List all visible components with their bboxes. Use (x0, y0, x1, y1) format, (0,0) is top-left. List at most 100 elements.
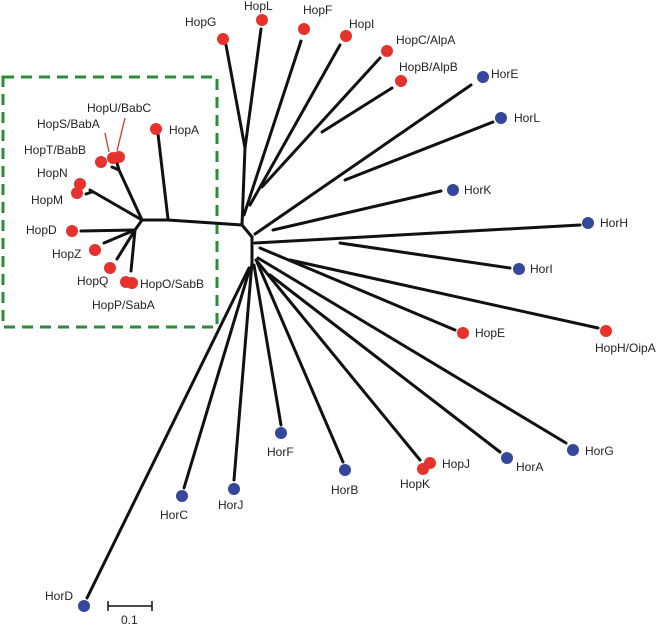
leaf-label: HopA (169, 123, 199, 137)
leaf-label: HorF (267, 445, 294, 459)
leaf-label: HopH/OipA (595, 341, 656, 355)
branch (288, 258, 600, 330)
leaf-dot (95, 156, 107, 168)
leaf-label: HopU/BabC (87, 101, 151, 115)
leaf-labels: HopA HopU/BabC HopS/BabA HopT/BabB HopN … (24, 0, 656, 603)
branch (253, 223, 582, 245)
leaf-dot (447, 184, 459, 196)
branch (182, 266, 252, 490)
leaf-dot (78, 600, 90, 612)
leaf-label: HorE (491, 67, 518, 81)
leaf-label: HorI (530, 262, 553, 276)
branch (343, 120, 495, 182)
hor-leaf-dots (78, 71, 594, 612)
leaf-label: HorA (516, 460, 543, 474)
branch (84, 190, 94, 196)
leaf-dot (113, 151, 125, 163)
leaf-label: HorJ (218, 498, 243, 512)
leaf-label: HopL (244, 0, 273, 13)
leaf-dot (228, 483, 240, 495)
scale-bar-label: 0.1 (121, 613, 138, 627)
branch (268, 273, 502, 454)
leaf-label: HopF (303, 3, 332, 17)
branches (79, 27, 600, 600)
branch (243, 27, 263, 150)
leaf-label: HopE (475, 326, 505, 340)
leaf-dot (298, 23, 310, 35)
leaf-dot (89, 244, 101, 256)
branch (232, 260, 254, 482)
leaf-label: HopI (349, 17, 374, 31)
leaf-label: HopZ (52, 247, 81, 261)
leaf-label: HopO/SabB (140, 277, 204, 291)
leaf-dot (126, 277, 138, 289)
leaf-dot (256, 14, 268, 26)
branch (79, 228, 137, 233)
branch (102, 228, 137, 245)
leaf-label: HopT/BabB (24, 143, 86, 157)
scale-bar: 0.1 (107, 601, 153, 627)
leaf-label: HorK (464, 183, 491, 197)
leaf-dot (513, 263, 525, 275)
leaf-dot (457, 327, 469, 339)
leaf-label: HopS/BabA (37, 117, 100, 131)
leaf-dot (339, 464, 351, 476)
leaf-label: HopN (37, 166, 68, 180)
branch (255, 260, 345, 464)
branch (338, 241, 512, 270)
leaf-label: HopM (31, 193, 63, 207)
branch (254, 258, 422, 462)
branch (252, 263, 283, 427)
leaf-label: HopQ (77, 274, 108, 288)
branch (260, 56, 382, 189)
leaf-dot (582, 217, 594, 229)
leaf-dot (395, 75, 407, 87)
leaf-label: HopG (185, 15, 216, 29)
branch (85, 266, 251, 600)
branch (242, 39, 303, 217)
label-leader (104, 132, 110, 153)
leaf-label: HopK (400, 477, 430, 491)
leaf-label: HopD (26, 223, 57, 237)
leaf-dot (275, 427, 287, 439)
leaf-dot (567, 444, 579, 456)
leaf-label: HorD (45, 589, 73, 603)
leaf-dot (501, 452, 513, 464)
leaf-dot (381, 45, 393, 57)
leaf-label: HorH (600, 216, 628, 230)
leaf-label: HorL (514, 111, 540, 125)
leaf-dot (150, 123, 162, 135)
branch (140, 218, 254, 239)
leaf-dot (417, 463, 429, 475)
leaf-dot (600, 325, 612, 337)
branch (271, 189, 443, 232)
branch (133, 218, 144, 232)
leaf-dot (66, 225, 78, 237)
leaf-dot (340, 30, 352, 42)
branch (248, 43, 342, 207)
branch (253, 83, 473, 236)
leaf-label: HopP/SabA (92, 298, 155, 312)
leaf-label: HopJ (442, 457, 470, 471)
branch (256, 256, 568, 445)
leaf-dot (176, 490, 188, 502)
leaf-label: HopB/AlpB (399, 60, 458, 74)
leaf-dot (71, 187, 83, 199)
leaf-dot (477, 71, 489, 83)
branch (129, 228, 137, 273)
branch (88, 188, 144, 222)
branch (224, 43, 247, 227)
leaf-label: HopC/AlpA (396, 33, 455, 47)
hop-leaf-dots (66, 14, 612, 475)
branch (110, 165, 121, 172)
branch (156, 132, 170, 221)
leaf-label: HorC (160, 508, 188, 522)
branch (320, 86, 394, 134)
leaf-dot (495, 112, 507, 124)
highlight-box (1, 75, 219, 329)
leaf-label: HorG (585, 444, 614, 458)
leaf-dot (217, 33, 229, 45)
leaf-label: HorB (331, 483, 358, 497)
